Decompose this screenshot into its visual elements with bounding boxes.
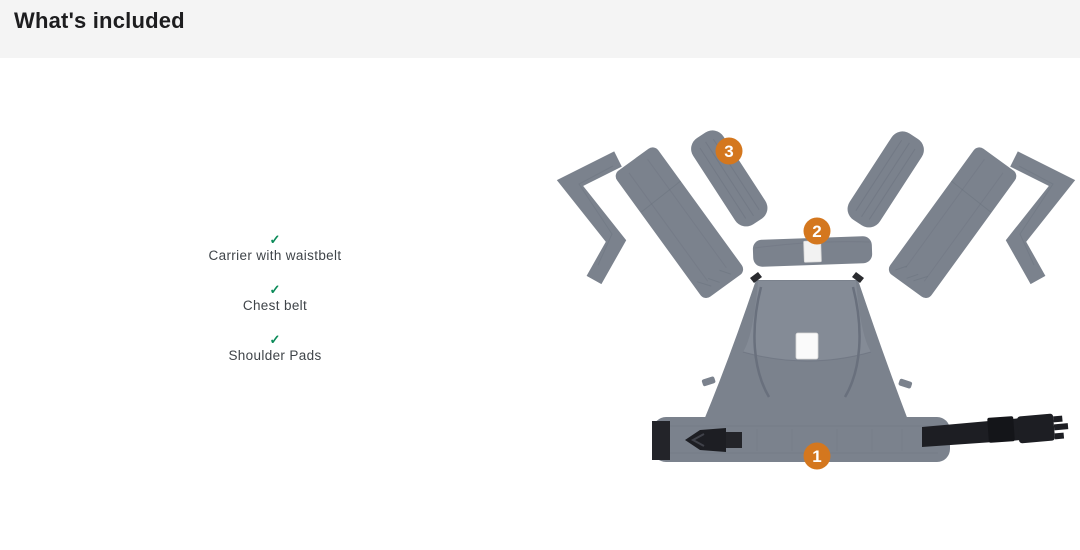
waistbelt [653,417,950,462]
check-icon: ✓ [269,331,281,347]
corner-clip-right [852,272,864,283]
part-badge-2: 2 [803,217,831,245]
side-tab-right [898,378,913,389]
included-item-shoulder-pads: ✓ Shoulder Pads [155,331,395,365]
shoulder-pad-left [691,130,768,227]
chest-belt [752,236,873,267]
shoulder-strap-right-outer [1005,151,1076,285]
shoulder-pad-right [847,131,924,228]
corner-clip-left [750,272,762,283]
section-header: What's included [0,0,1080,58]
waistbelt-buckle-left [652,421,742,460]
carrier-body [701,272,913,420]
hood-flap [743,281,871,361]
included-item-label: Shoulder Pads [228,347,322,363]
part-badge-3: 3 [715,137,743,165]
shoulder-strap-right-inner [888,147,1017,299]
check-icon: ✓ [269,281,281,297]
included-items-list: ✓ Carrier with waistbelt ✓ Chest belt ✓ … [155,233,395,383]
included-item-chest-belt: ✓ Chest belt [155,281,395,315]
check-icon: ✓ [269,232,281,247]
side-tab-left [701,376,716,387]
section-title: What's included [14,8,185,33]
svg-text:3: 3 [724,142,733,161]
brand-label [795,332,819,360]
part-badge-1: 1 [803,442,831,470]
svg-text:1: 1 [812,447,821,466]
included-item-label: Chest belt [242,297,308,313]
waistbelt-strap-right [922,413,1069,447]
included-item-label: Carrier with waistbelt [208,248,342,263]
product-image: 3 2 1 [552,95,1080,495]
svg-text:2: 2 [812,222,821,241]
shoulder-strap-left-outer [556,151,627,285]
shoulder-strap-left-inner [615,147,744,299]
included-item-carrier: ✓ Carrier with waistbelt [155,233,395,265]
